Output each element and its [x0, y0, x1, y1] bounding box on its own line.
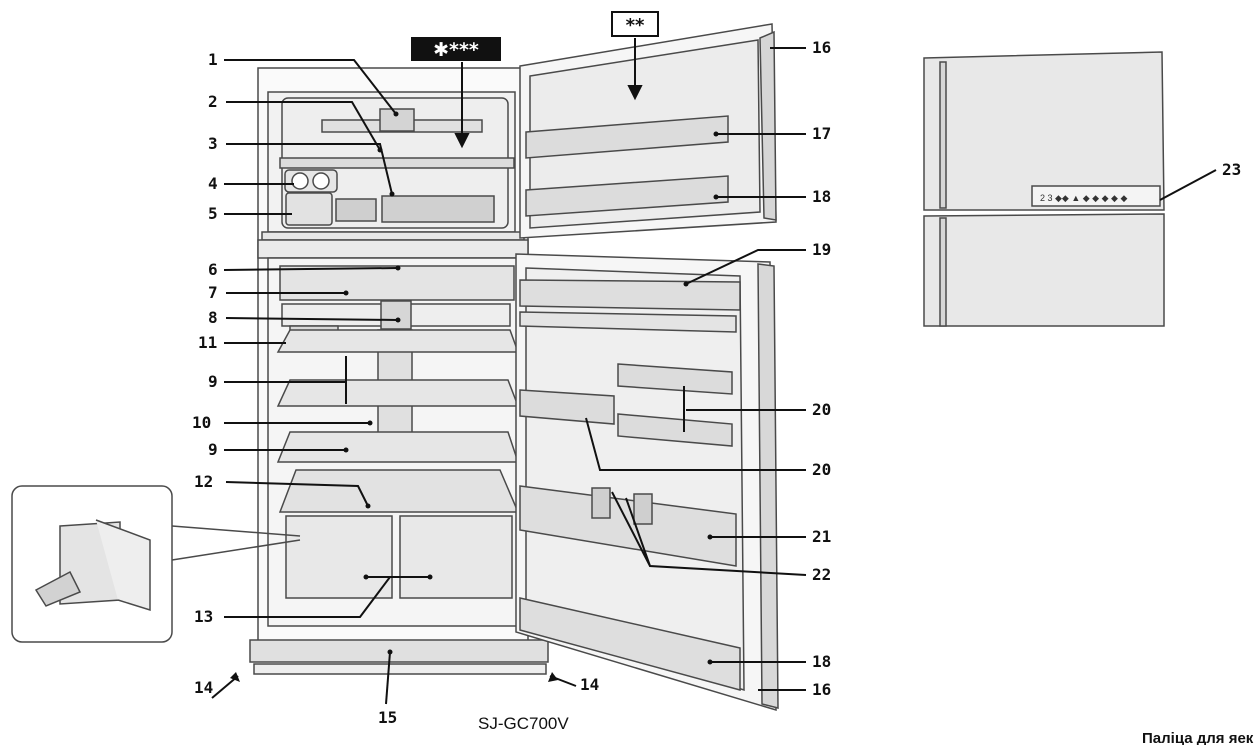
callout-13: 13 [194, 607, 213, 626]
callout-4: 4 [208, 174, 218, 193]
callout-21: 21 [812, 527, 831, 546]
callout-12: 12 [194, 472, 213, 491]
callout-20a: 20 [812, 400, 831, 419]
callout-6: 6 [208, 260, 218, 279]
callout-16b: 16 [812, 680, 831, 699]
fridge-door [515, 253, 779, 712]
callout-9a: 9 [208, 372, 218, 391]
callout-14a: 14 [194, 678, 213, 697]
fridge-cabinet [249, 67, 549, 675]
callout-11: 11 [198, 333, 217, 352]
callout-18b: 18 [812, 652, 831, 671]
callout-8: 8 [208, 308, 218, 327]
callout-5: 5 [208, 204, 218, 223]
control-panel-text: 2 3 ◆◆ ▲ ◆ ◆ ◆ ◆ ◆ [1040, 193, 1127, 203]
callout-1: 1 [208, 50, 218, 69]
crisper-detail-inset [11, 485, 301, 643]
freezer-rating-badge: ✱*** [411, 37, 501, 61]
callout-9b: 9 [208, 440, 218, 459]
callout-14b: 14 [580, 675, 599, 694]
callout-20b: 20 [812, 460, 831, 479]
leader-lines [211, 47, 1217, 705]
callout-19: 19 [812, 240, 831, 259]
door-rating-text: ** [626, 15, 645, 36]
callout-10: 10 [192, 413, 211, 432]
callout-22: 22 [812, 565, 831, 584]
callout-17: 17 [812, 124, 831, 143]
callout-3: 3 [208, 134, 218, 153]
callout-2: 2 [208, 92, 218, 111]
callout-7: 7 [208, 283, 218, 302]
freezer-rating-text: ✱*** [433, 39, 479, 61]
callout-16a: 16 [812, 38, 831, 57]
egg-shelf-heading: Паліца для яек [1142, 730, 1254, 745]
callout-15: 15 [378, 708, 397, 727]
callout-23: 23 [1222, 160, 1241, 179]
model-caption: SJ-GC700V [478, 714, 569, 733]
callout-18a: 18 [812, 187, 831, 206]
door-rating-badge: ** [611, 11, 659, 37]
freezer-door [519, 23, 777, 239]
front-view-closed [923, 51, 1165, 327]
